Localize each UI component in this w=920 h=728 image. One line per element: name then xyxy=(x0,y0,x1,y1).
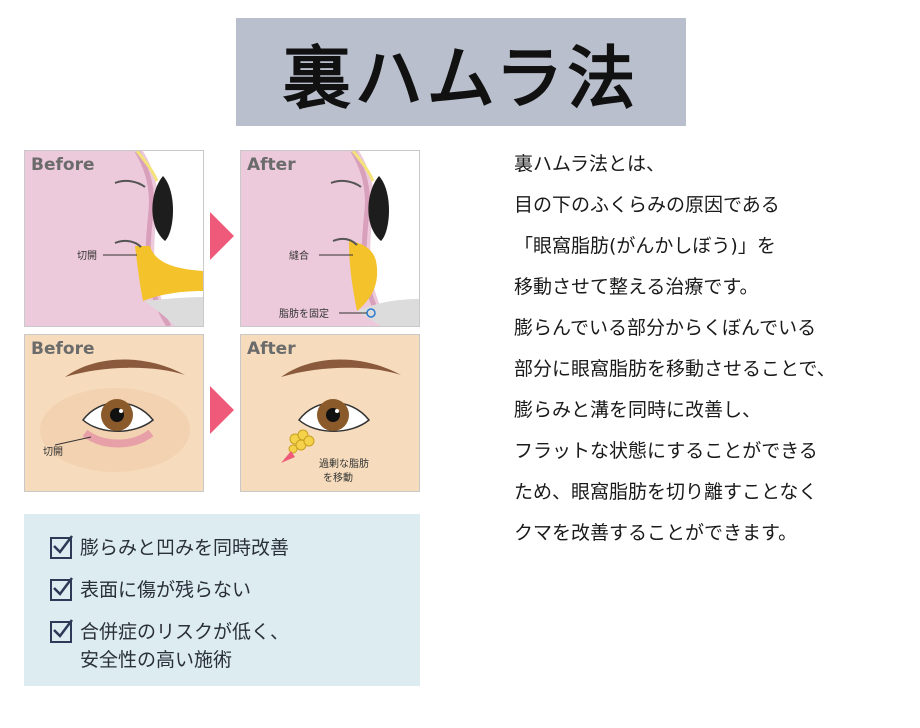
description-line: 移動させて整える治療です。 xyxy=(514,276,759,298)
check-text-line1: 合併症のリスクが低く、 xyxy=(80,621,290,643)
checkbox-icon xyxy=(50,619,73,643)
fat-label-line2: を移動 xyxy=(323,471,353,484)
check-item: 表面に傷が残らない xyxy=(50,576,251,604)
description-line: 「眼窩脂肪(がんかしぼう)」を xyxy=(514,235,776,257)
check-item: 合併症のリスクが低く、 安全性の高い施術 xyxy=(50,618,289,674)
description-line: フラットな状態にすることができる xyxy=(514,440,818,462)
fat-label-line1: 過剰な脂肪 xyxy=(319,457,369,470)
title-banner: 裏ハムラ法 xyxy=(236,18,686,126)
check-text: 表面に傷が残らない xyxy=(80,579,252,601)
panel-front-before: 切開 Before xyxy=(24,334,204,492)
description-line: 目の下のふくらみの原因である xyxy=(514,194,780,216)
incision-label-front: 切開 xyxy=(43,446,63,458)
description-line: ため、眼窩脂肪を切り離すことなく xyxy=(514,481,818,503)
panel-front-after: 過剰な脂肪 を移動 After xyxy=(240,334,420,492)
after-label: After xyxy=(247,155,296,175)
page-title: 裏ハムラ法 xyxy=(282,39,640,119)
side-after-illustration: 縫合 脂肪を固定 xyxy=(241,151,419,326)
arrow-right-icon xyxy=(210,386,234,434)
check-text: 膨らみと凹みを同時改善 xyxy=(80,537,290,559)
description-line: 膨らみと溝を同時に改善し、 xyxy=(514,399,762,421)
front-before-illustration: 切開 xyxy=(25,335,203,491)
suture-label: 縫合 xyxy=(289,249,309,262)
arrow-right-icon xyxy=(210,212,234,260)
side-before-illustration: 切開 xyxy=(25,151,203,326)
after-label-front: After xyxy=(247,339,296,359)
panel-side-before: 切開 Before xyxy=(24,150,204,327)
description-line: 膨らんでいる部分からくぼんでいる xyxy=(514,317,817,339)
front-after-illustration: 過剰な脂肪 を移動 xyxy=(241,335,419,491)
incision-label: 切開 xyxy=(77,250,97,262)
checkbox-icon xyxy=(50,535,73,559)
panel-side-after: 縫合 脂肪を固定 After xyxy=(240,150,420,327)
checkbox-icon xyxy=(50,577,73,601)
description-line: 部分に眼窩脂肪を移動させることで、 xyxy=(514,358,836,380)
fat-fixed-label: 脂肪を固定 xyxy=(279,307,329,320)
description-text: 裏ハムラ法とは、 目の下のふくらみの原因である 「眼窩脂肪(がんかしぼう)」を … xyxy=(514,144,914,554)
description-line: 裏ハムラ法とは、 xyxy=(514,153,666,175)
check-text-line2: 安全性の高い施術 xyxy=(80,649,233,671)
description-line: クマを改善することができます。 xyxy=(514,522,798,544)
before-label: Before xyxy=(31,155,95,175)
check-text: 合併症のリスクが低く、 安全性の高い施術 xyxy=(80,618,289,674)
check-item: 膨らみと凹みを同時改善 xyxy=(50,534,289,562)
before-label-front: Before xyxy=(31,339,95,359)
benefits-checklist: 膨らみと凹みを同時改善 表面に傷が残らない 合併症のリスクが低く、 安全性の高い… xyxy=(24,514,420,686)
